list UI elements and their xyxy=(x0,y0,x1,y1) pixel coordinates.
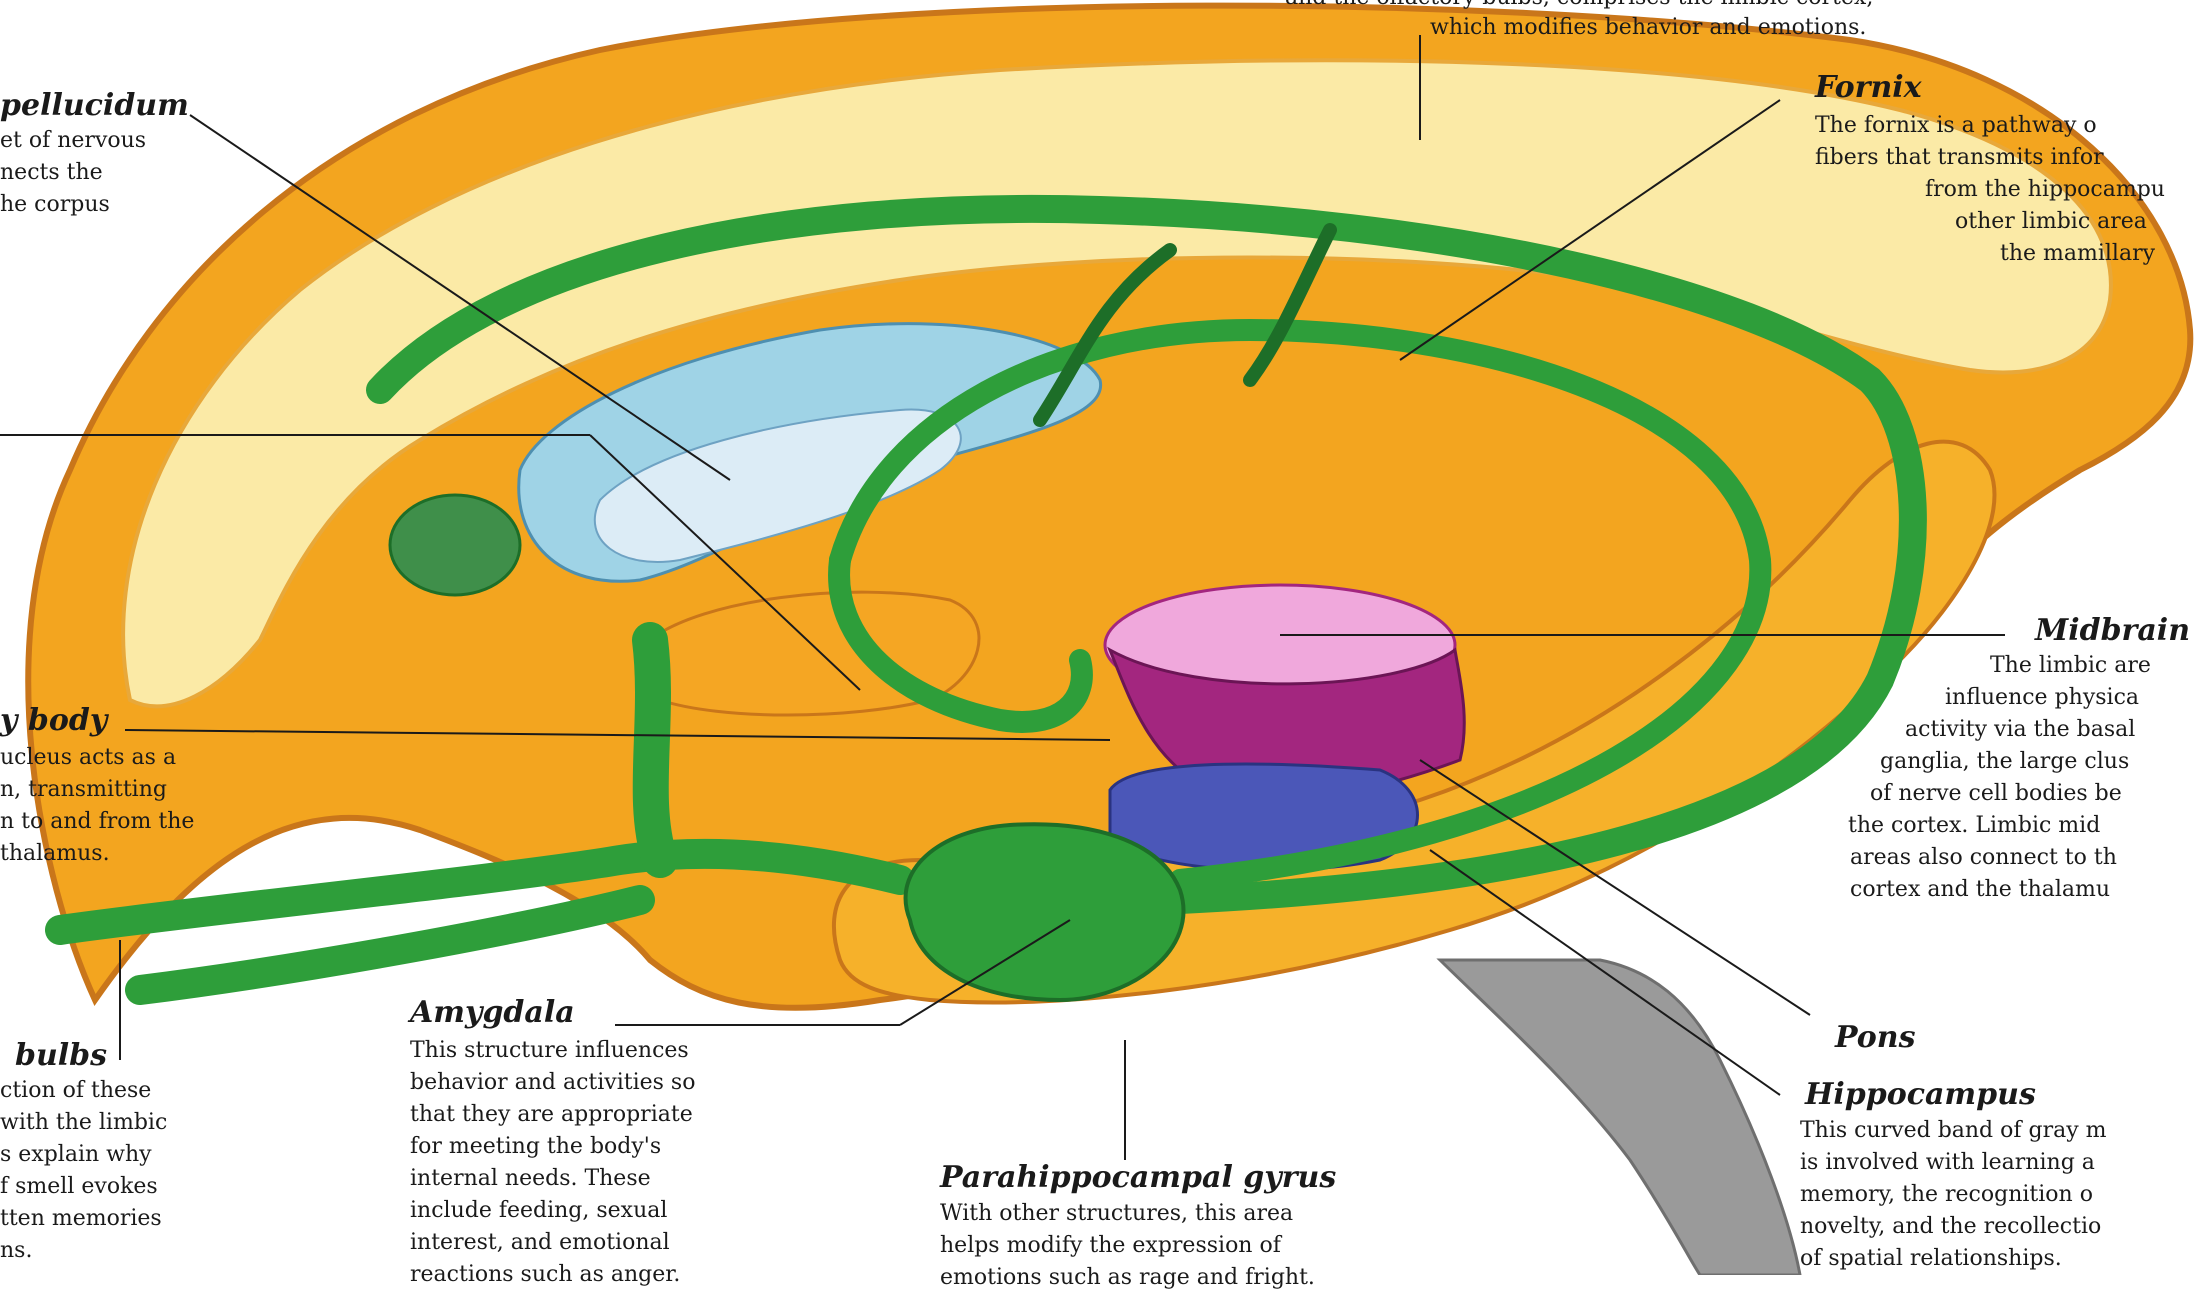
para-text-1: With other structures, this area xyxy=(940,1198,1293,1230)
amygdala-text-5: internal needs. These xyxy=(410,1163,651,1195)
amygdala-title: Amygdala xyxy=(410,995,575,1030)
amygdala-text-4: for meeting the body's xyxy=(410,1131,661,1163)
top-note-line2: which modifies behavior and emotions. xyxy=(1430,12,1866,44)
mamillary-text-3: n to and from the xyxy=(0,806,194,838)
fornix-title: Fornix xyxy=(1815,70,1922,105)
mamillary-body xyxy=(390,495,520,595)
midbrain-text-5: of nerve cell bodies be xyxy=(1870,778,2122,810)
bulbs-text-3: s explain why xyxy=(0,1139,152,1171)
bulbs-text-2: with the limbic xyxy=(0,1107,167,1139)
amygdala-text-6: include feeding, sexual xyxy=(410,1195,667,1227)
parahippocampal-title: Parahippocampal gyrus xyxy=(940,1160,1336,1195)
mamillary-text-4: thalamus. xyxy=(0,838,110,870)
fornix-text-1: The fornix is a pathway o xyxy=(1815,110,2097,142)
septum-text-3: he corpus xyxy=(0,189,110,221)
hippo-text-4: novelty, and the recollectio xyxy=(1800,1211,2101,1243)
midbrain-title: Midbrain xyxy=(2035,613,2190,648)
hippocampus-title: Hippocampus xyxy=(1805,1077,2036,1112)
midbrain-text-7: areas also connect to th xyxy=(1850,842,2117,874)
midbrain-text-4: ganglia, the large clus xyxy=(1880,746,2129,778)
hippo-text-2: is involved with learning a xyxy=(1800,1147,2095,1179)
hippo-text-1: This curved band of gray m xyxy=(1800,1115,2107,1147)
mamillary-text-1: ucleus acts as a xyxy=(0,742,176,774)
olfactory-bulbs-title: bulbs xyxy=(15,1038,107,1073)
para-text-2: helps modify the expression of xyxy=(940,1230,1281,1262)
para-text-3: emotions such as rage and fright. xyxy=(940,1262,1315,1294)
midbrain-text-8: cortex and the thalamu xyxy=(1850,874,2110,906)
fornix-text-3: from the hippocampu xyxy=(1925,174,2165,206)
midbrain-text-3: activity via the basal xyxy=(1905,714,2135,746)
midbrain-text-6: the cortex. Limbic mid xyxy=(1848,810,2100,842)
mamillary-title: y body xyxy=(0,703,107,738)
amygdala-text-3: that they are appropriate xyxy=(410,1099,693,1131)
pons-title: Pons xyxy=(1835,1020,1915,1055)
midbrain-text-2: influence physica xyxy=(1945,682,2139,714)
fornix-text-2: fibers that transmits infor xyxy=(1815,142,2104,174)
bulbs-text-1: ction of these xyxy=(0,1075,151,1107)
septum-title: pellucidum xyxy=(0,88,189,123)
septum-text-1: et of nervous xyxy=(0,125,146,157)
fornix-text-4: other limbic area xyxy=(1955,206,2147,238)
bulbs-text-6: ns. xyxy=(0,1235,32,1267)
hippo-text-3: memory, the recognition o xyxy=(1800,1179,2093,1211)
midbrain-text-1: The limbic are xyxy=(1990,650,2151,682)
amygdala-text-7: interest, and emotional xyxy=(410,1227,670,1259)
hippo-text-5: of spatial relationships. xyxy=(1800,1243,2062,1275)
olfactory-stalk xyxy=(650,640,660,860)
bulbs-text-5: tten memories xyxy=(0,1203,162,1235)
septum-text-2: nects the xyxy=(0,157,103,189)
bulbs-text-4: f smell evokes xyxy=(0,1171,158,1203)
amygdala-text-8: reactions such as anger. xyxy=(410,1259,680,1291)
brainstem xyxy=(1440,960,1800,1275)
amygdala xyxy=(906,824,1184,1000)
amygdala-text-1: This structure influences xyxy=(410,1035,689,1067)
mamillary-text-2: n, transmitting xyxy=(0,774,167,806)
amygdala-text-2: behavior and activities so xyxy=(410,1067,695,1099)
fornix-text-5: the mamillary xyxy=(2000,238,2155,270)
